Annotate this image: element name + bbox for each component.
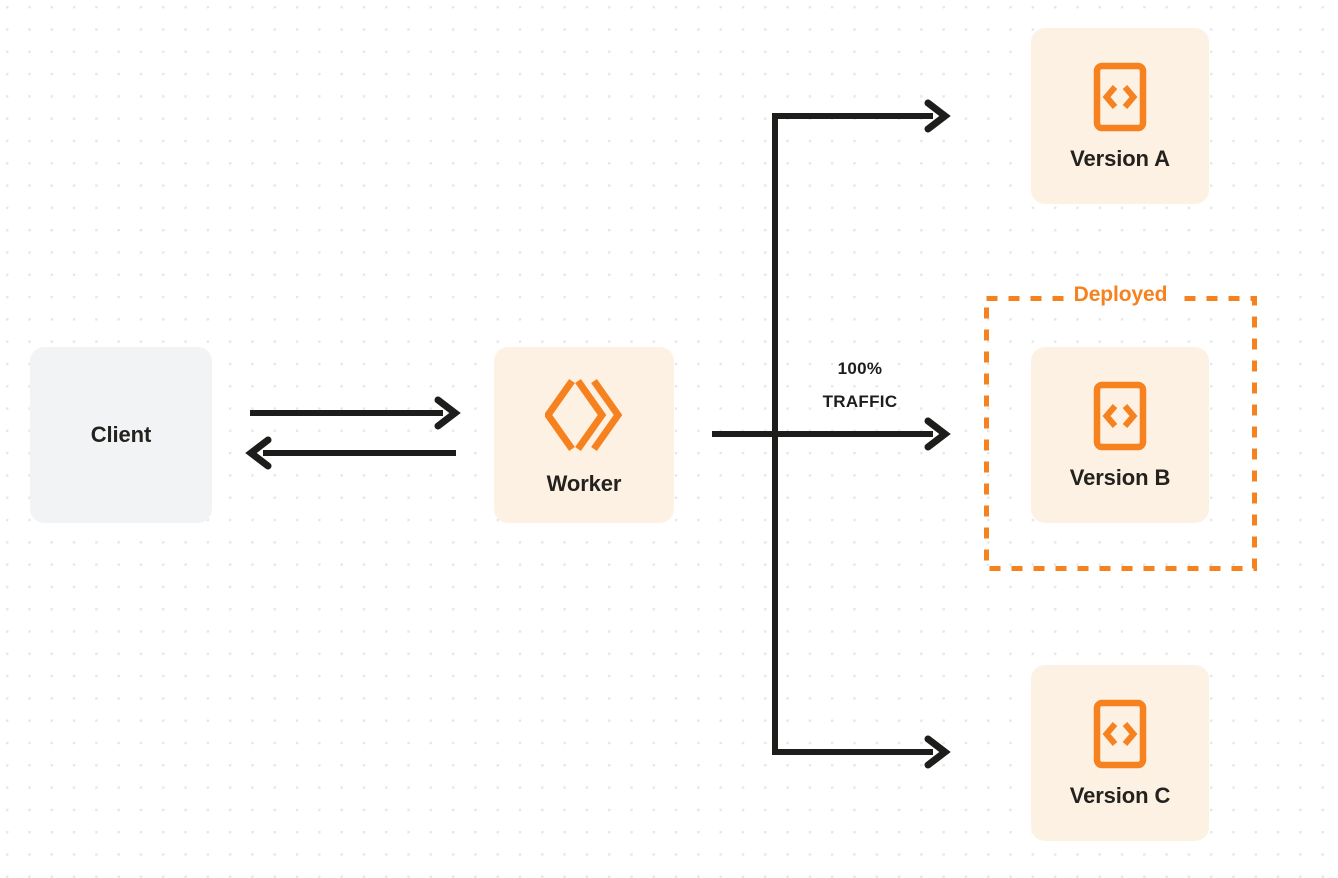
node-worker[interactable]: Worker xyxy=(494,347,674,523)
edge-trunk-to-version-b xyxy=(928,421,945,447)
node-version-c-label: Version C xyxy=(1069,783,1171,808)
node-version-a-label: Version A xyxy=(1070,146,1170,171)
node-version-c[interactable]: Version C xyxy=(1031,665,1209,841)
edge-worker-trunk xyxy=(712,116,933,752)
cloudflare-workers-logo-icon xyxy=(545,375,623,455)
deployed-group-label: Deployed xyxy=(1064,280,1177,311)
node-client[interactable]: Client xyxy=(30,347,212,523)
node-worker-label: Worker xyxy=(546,471,622,496)
code-file-icon xyxy=(1093,381,1147,451)
edge-client-to-worker-request xyxy=(250,400,455,426)
edge-trunk-to-version-a xyxy=(772,103,945,129)
node-version-b[interactable]: Version B xyxy=(1031,347,1209,523)
edge-worker-to-client-response xyxy=(251,440,456,466)
traffic-percent: 100% xyxy=(837,359,883,378)
edge-trunk-to-version-c xyxy=(772,739,945,765)
code-file-icon xyxy=(1093,699,1147,769)
node-client-label: Client xyxy=(90,422,152,447)
node-version-a[interactable]: Version A xyxy=(1031,28,1209,204)
traffic-unit: TRAFFIC xyxy=(822,392,898,412)
traffic-label: 100% TRAFFIC xyxy=(786,352,934,418)
node-version-b-label: Version B xyxy=(1069,465,1171,490)
code-file-icon xyxy=(1093,62,1147,132)
deployed-group: Deployed xyxy=(984,280,1257,571)
